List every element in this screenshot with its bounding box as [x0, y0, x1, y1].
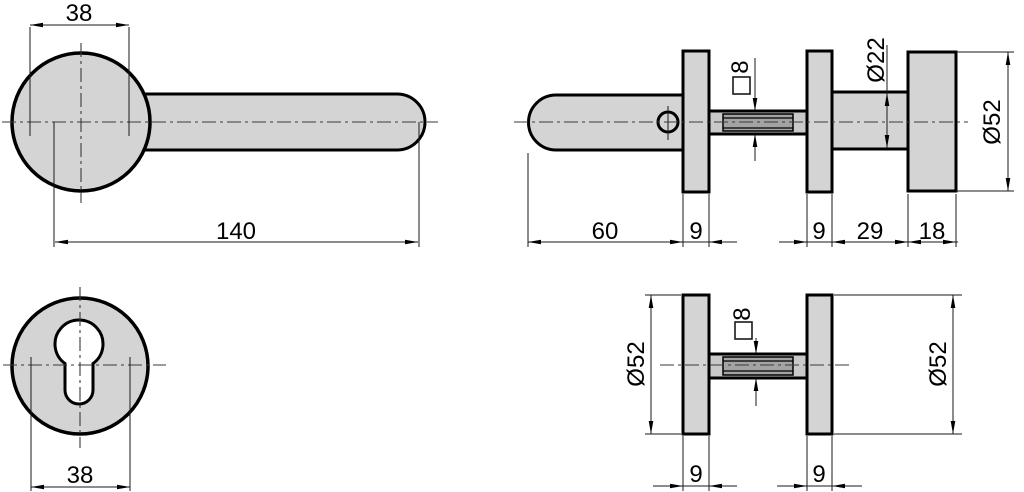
- arrowhead: [832, 239, 845, 245]
- arrowhead: [55, 239, 68, 245]
- view-escutcheon-front: 38: [3, 287, 166, 491]
- square-section-symbol: [734, 321, 753, 340]
- arrowhead: [670, 483, 683, 489]
- arrowhead: [752, 134, 758, 147]
- spindle-serration-lines: [723, 117, 793, 129]
- dim-label-escutcheon-width: 38: [67, 462, 94, 489]
- arrowhead: [895, 239, 908, 245]
- arrowhead: [950, 295, 956, 308]
- arrowhead: [832, 483, 845, 489]
- knob-neck: [830, 90, 910, 151]
- dim-label-knob-diameter: Ø52: [979, 99, 1006, 144]
- dim-label-rose-left-thickness: 9: [689, 461, 702, 488]
- square-section-symbol: [732, 76, 751, 95]
- arrowhead: [884, 93, 890, 106]
- extension-lines-width: [29, 27, 130, 136]
- extension-lines-bottom: [682, 436, 833, 491]
- arrowhead: [648, 295, 654, 308]
- extension-lines-width: [30, 357, 131, 491]
- arrowhead: [943, 239, 956, 245]
- dim-label-spindle-square: 8: [727, 60, 754, 73]
- view-assembly-side: 8 Ø22 Ø52 60 9 9 29 18: [514, 37, 1014, 247]
- extension-lines-rose-right-dia: [834, 294, 962, 435]
- arrowhead: [117, 484, 130, 490]
- arrowhead: [752, 98, 758, 111]
- dim-label-neck-diameter: Ø22: [863, 37, 890, 82]
- dim-label-rose-right-thickness: 9: [812, 461, 825, 488]
- arrowhead: [753, 341, 759, 354]
- euro-cylinder-keyhole: [53, 318, 105, 406]
- dim-label-rose-left-diameter: Ø52: [623, 341, 650, 386]
- dim-label-rose-right-diameter: Ø52: [925, 341, 952, 386]
- dim-label-rose-right-thickness: 9: [812, 218, 825, 245]
- spindle-serration-lines: [723, 360, 793, 372]
- arrowhead: [794, 483, 807, 489]
- dim-label-rose-left-thickness: 9: [689, 218, 702, 245]
- extension-lines-length: [53, 122, 420, 247]
- arrowhead: [116, 22, 129, 28]
- arrowhead: [709, 239, 722, 245]
- dim-label-grip-length: 60: [592, 218, 619, 245]
- arrowhead: [709, 483, 722, 489]
- extension-lines-bottom: [527, 153, 957, 247]
- arrowhead: [1005, 178, 1011, 191]
- arrowhead: [528, 239, 541, 245]
- arrowhead: [405, 239, 418, 245]
- spindle-square-shaft: [722, 356, 794, 376]
- arrowhead: [884, 135, 890, 148]
- arrowhead: [753, 378, 759, 391]
- arrowhead: [670, 239, 683, 245]
- arrowhead: [648, 421, 654, 434]
- arrowhead: [794, 239, 807, 245]
- dim-label-neck-length: 29: [857, 218, 884, 245]
- arrowhead: [31, 484, 44, 490]
- arrowhead: [1005, 52, 1011, 65]
- dim-label-lever-width: 38: [66, 0, 93, 27]
- extension-lines-knob-dia: [956, 51, 1014, 192]
- dim-label-spindle-square: 8: [729, 307, 756, 320]
- arrowhead: [950, 421, 956, 434]
- arrowhead: [908, 239, 921, 245]
- view-lever-front: 38 140: [2, 0, 438, 247]
- arrowhead: [30, 22, 43, 28]
- view-roses-side: 8 Ø52 Ø52 9 9: [623, 293, 962, 491]
- dim-label-lever-length: 140: [216, 218, 256, 245]
- lever-grip-side: [527, 93, 685, 152]
- dim-label-knob-thickness: 18: [919, 218, 946, 245]
